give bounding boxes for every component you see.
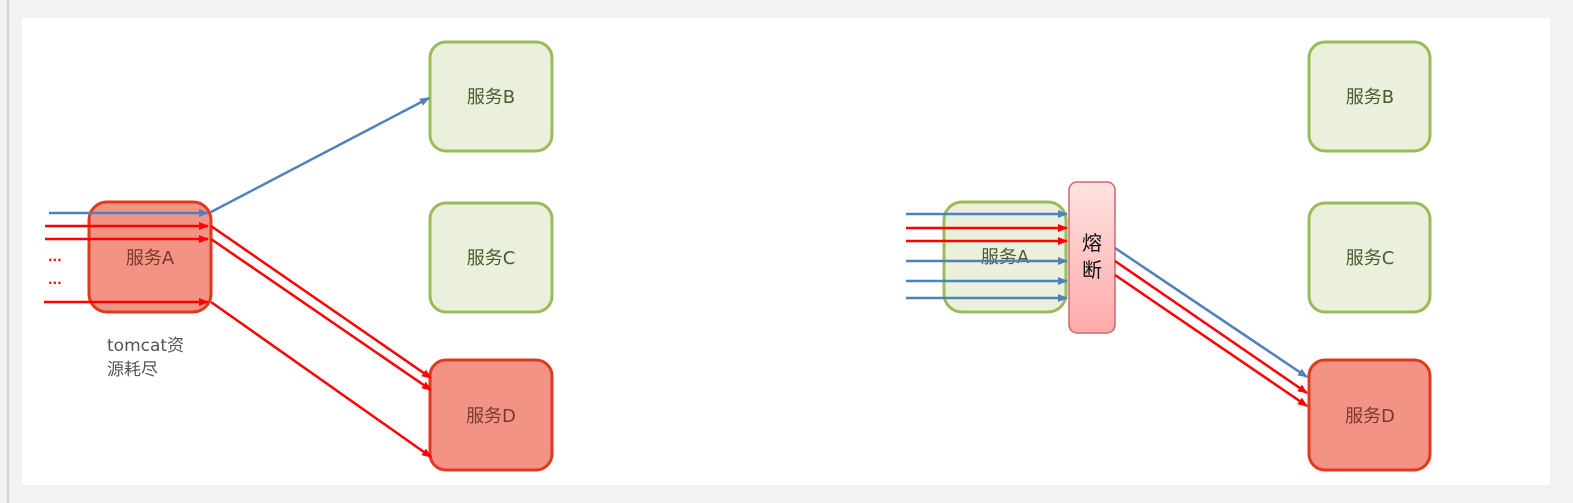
right-service-b-label: 服务B (1346, 87, 1394, 108)
right-incoming-requests (906, 210, 1068, 302)
left-service-b-label: 服务B (467, 87, 515, 108)
resource-exhausted-note-line1: tomcat资 (107, 336, 184, 356)
ellipsis-1: ... (48, 250, 62, 264)
right-service-a-label: 服务A (981, 247, 1030, 268)
circuit-breaker-label-line1: 熔 (1082, 231, 1102, 255)
left-incoming-requests (44, 209, 209, 306)
left-diagram: 服务A 服务B 服务C 服务D ... ... tomcat资 (44, 40, 554, 472)
ellipsis-2: ... (48, 273, 62, 287)
circuit-breaker-label-line2: 断 (1082, 258, 1102, 282)
right-service-c: 服务C (1307, 201, 1432, 314)
left-service-d-label: 服务D (466, 406, 516, 427)
left-service-a: 服务A (87, 200, 213, 314)
left-service-a-label: 服务A (126, 248, 175, 269)
right-service-d-label: 服务D (1345, 406, 1395, 427)
right-outgoing-requests (1114, 246, 1308, 408)
resource-exhausted-note-line2: 源耗尽 (107, 360, 158, 380)
right-service-b: 服务B (1307, 40, 1432, 153)
left-service-b: 服务B (428, 40, 554, 153)
right-service-d: 服务D (1307, 358, 1432, 472)
right-diagram: 服务A 服务B 服务C 服务D 熔 断 (906, 40, 1432, 472)
right-service-a: 服务A (942, 200, 1068, 314)
circuit-breaker: 熔 断 (1068, 181, 1116, 334)
diagram-panel (22, 18, 1550, 485)
left-service-c-label: 服务C (467, 248, 516, 269)
left-service-c: 服务C (428, 201, 554, 314)
right-service-c-label: 服务C (1346, 248, 1395, 269)
left-service-d: 服务D (428, 358, 554, 472)
left-outgoing-requests (210, 96, 432, 459)
